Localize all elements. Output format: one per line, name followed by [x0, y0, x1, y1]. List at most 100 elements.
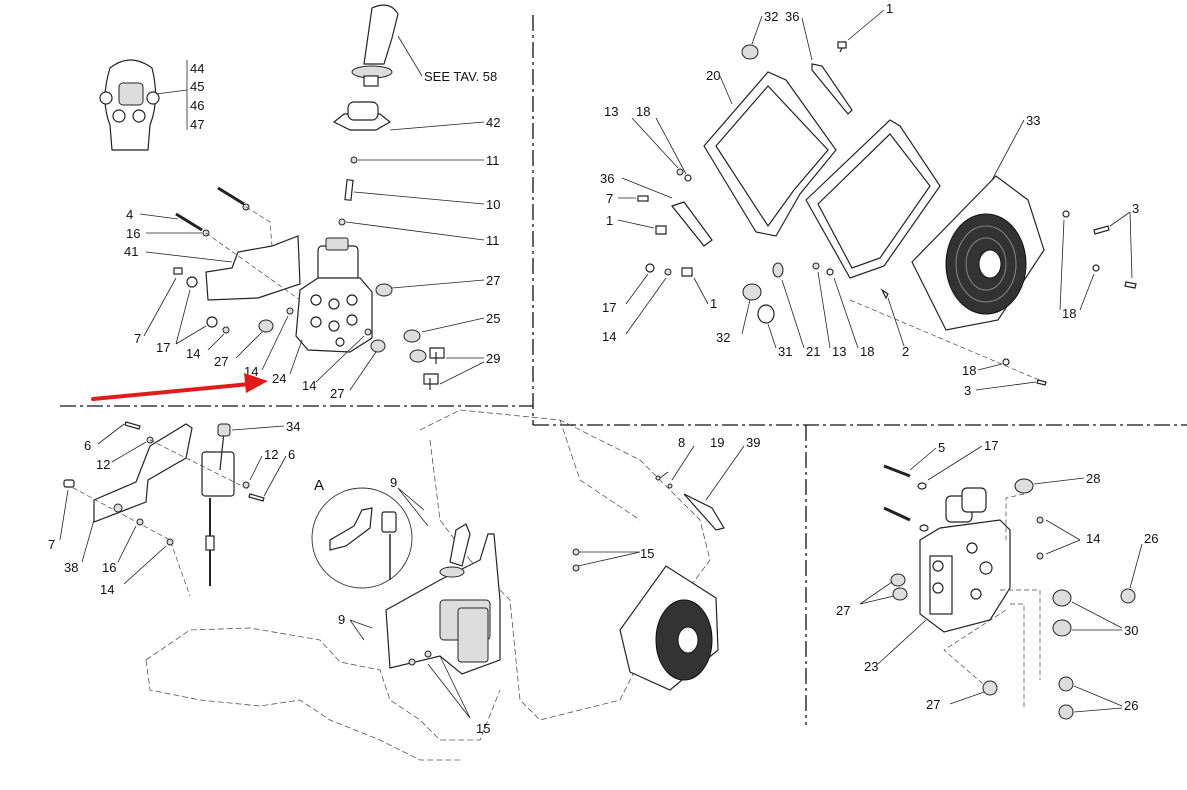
callout-27-bottom-right: 27 [926, 697, 940, 712]
callout-7-right: 7 [606, 191, 613, 206]
callout-14-right-section: 14 [602, 329, 616, 344]
callout-11-top: 11 [486, 153, 500, 168]
callout-20: 20 [706, 68, 720, 83]
callout-29: 29 [486, 351, 500, 366]
screw [173, 267, 183, 275]
section-top-left: 44 45 46 47 SEE TAV. 58 42 11 10 11 [91, 4, 500, 401]
joystick-grip [351, 4, 399, 87]
callout-34: 34 [286, 419, 300, 434]
callout-3-bottom: 3 [964, 383, 971, 398]
callout-18-bottom: 18 [860, 344, 874, 359]
callout-31: 31 [778, 344, 792, 359]
callout-47: 47 [190, 117, 204, 132]
callout-44: 44 [190, 61, 204, 76]
callout-32-top: 32 [764, 9, 778, 24]
callout-9-bottom: 9 [338, 612, 345, 627]
callout-17-right: 17 [602, 300, 616, 315]
callout-32-bottom: 32 [716, 330, 730, 345]
callout-27-top: 27 [486, 273, 500, 288]
control-valve-24 [295, 237, 373, 353]
callout-26-right: 26 [1144, 531, 1158, 546]
callout-4: 4 [126, 207, 133, 222]
callout-9-top: 9 [390, 475, 397, 490]
callout-1-left: 1 [606, 213, 613, 228]
callout-23: 23 [864, 659, 878, 674]
installed-oil-cooler [619, 565, 719, 691]
bracket-36-lower [670, 201, 713, 247]
callout-18-bottom-right: 18 [962, 363, 976, 378]
callout-6-right: 6 [288, 447, 295, 462]
cooler-frame-20 [703, 71, 837, 237]
callout-14-left: 14 [186, 346, 200, 361]
callout-18-top: 18 [636, 104, 650, 119]
callout-14-bottom-left: 14 [100, 582, 114, 597]
callout-16: 16 [126, 226, 140, 241]
callout-12-left: 12 [96, 457, 110, 472]
callout-1-top: 1 [886, 1, 893, 16]
callout-1-bottom: 1 [710, 296, 717, 311]
section-bottom-right: 5 17 28 14 26 27 30 [836, 438, 1158, 720]
callout-30: 30 [1124, 623, 1138, 638]
callout-27-left-bottom-right: 27 [836, 603, 850, 618]
callout-5: 5 [938, 440, 945, 455]
callout-7-bottom-left: 7 [48, 537, 55, 552]
callout-41: 41 [124, 244, 138, 259]
bracket-36 [811, 63, 853, 115]
callout-15-bottom: 15 [476, 721, 490, 736]
nut [350, 156, 358, 164]
plug-32 [741, 44, 759, 60]
nut [338, 218, 346, 226]
callout-17: 17 [156, 340, 170, 355]
callout-39: 39 [746, 435, 760, 450]
callout-25: 25 [486, 311, 500, 326]
callout-26-bottom: 26 [1124, 698, 1138, 713]
callout-7: 7 [134, 331, 141, 346]
section-bottom-left: 6 12 34 12 6 7 38 16 14 [48, 409, 760, 761]
callout-13-top: 13 [604, 104, 618, 119]
callout-10: 10 [486, 197, 500, 212]
callout-19: 19 [710, 435, 724, 450]
callout-14-bottom-right: 14 [1086, 531, 1100, 546]
callout-16-bottom: 16 [102, 560, 116, 575]
callout-14-right: 14 [302, 378, 316, 393]
bracket-39 [683, 493, 725, 531]
callout-46: 46 [190, 98, 204, 113]
callout-21: 21 [806, 344, 820, 359]
sectional-valve-23 [919, 487, 1011, 633]
drain-21 [772, 262, 784, 278]
plug-28 [1014, 478, 1034, 494]
callout-13-bottom: 13 [832, 344, 846, 359]
callout-8: 8 [678, 435, 685, 450]
callout-27-bottom: 27 [330, 386, 344, 401]
mounting-bracket [205, 235, 301, 301]
callout-28: 28 [1086, 471, 1100, 486]
callout-36-top: 36 [785, 9, 799, 24]
section-top-right: 32 36 1 20 33 13 18 36 [600, 1, 1139, 398]
callout-27-left: 27 [214, 354, 228, 369]
callout-45: 45 [190, 79, 204, 94]
cooler-core-frame [805, 119, 941, 279]
callout-17-bottom-right: 17 [984, 438, 998, 453]
reference-note-see-tav-58: SEE TAV. 58 [424, 69, 497, 84]
callout-6-left: 6 [84, 438, 91, 453]
detail-view-label-a: A [314, 477, 324, 494]
plug-32-lower [742, 283, 762, 301]
detail-a-circle [311, 487, 413, 589]
callout-15-top: 15 [640, 546, 654, 561]
callout-2: 2 [902, 344, 909, 359]
control-lever-34 [201, 423, 235, 586]
callout-38: 38 [64, 560, 78, 575]
callout-18-right: 18 [1062, 306, 1076, 321]
plug-31 [757, 304, 775, 324]
callout-24-highlighted: 24 [272, 371, 286, 386]
callout-42: 42 [486, 115, 500, 130]
callout-36-left: 36 [600, 171, 614, 186]
pin [344, 179, 354, 201]
callout-3-right: 3 [1132, 201, 1139, 216]
callout-11-bottom: 11 [486, 233, 500, 248]
cooling-fan-33 [911, 175, 1045, 331]
callout-33: 33 [1026, 113, 1040, 128]
section-separators [60, 15, 1187, 725]
fitting [375, 283, 393, 297]
